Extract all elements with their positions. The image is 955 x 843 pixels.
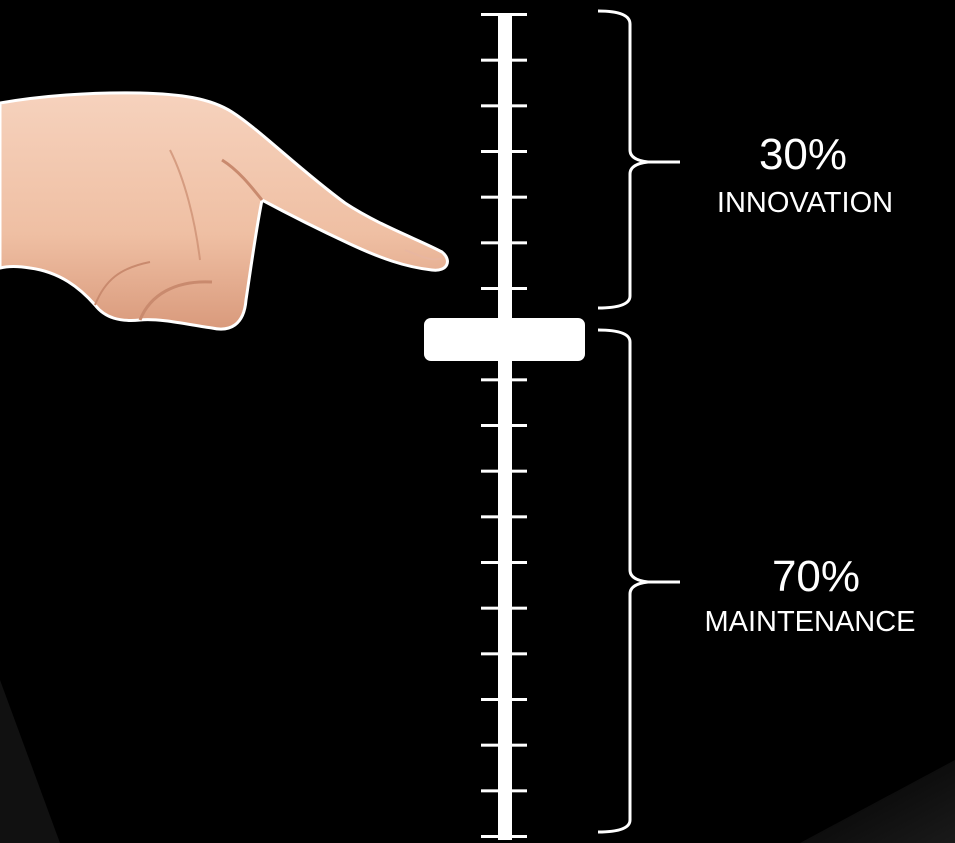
slider-handle[interactable]: [424, 318, 585, 361]
slider-tick: [481, 150, 527, 153]
slider-tick: [481, 59, 527, 62]
slider-tick: [481, 13, 527, 16]
slider-tick: [481, 789, 527, 792]
corner-sheen-right: [800, 760, 955, 843]
slider-tick: [481, 196, 527, 199]
slider-tick: [481, 561, 527, 564]
slider-tick: [481, 652, 527, 655]
slider-tick: [481, 470, 527, 473]
innovation-percent: 30%: [728, 131, 878, 179]
slider-tick: [481, 607, 527, 610]
innovation-label: INNOVATION: [680, 186, 930, 220]
maintenance-label: MAINTENANCE: [665, 605, 955, 639]
corner-sheen-left: [0, 680, 60, 843]
maintenance-percent: 70%: [741, 553, 891, 601]
slider-tick: [481, 104, 527, 107]
pointing-hand-icon: [0, 93, 447, 329]
slider-tick: [481, 287, 527, 290]
slider-tick: [481, 378, 527, 381]
slider-tick: [481, 698, 527, 701]
slider-tick: [481, 835, 527, 838]
bracket-maintenance: [598, 330, 680, 832]
bracket-innovation: [598, 11, 680, 308]
slider-tick: [481, 424, 527, 427]
slider-tick: [481, 241, 527, 244]
slider-tick: [481, 744, 527, 747]
slider-tick: [481, 515, 527, 518]
